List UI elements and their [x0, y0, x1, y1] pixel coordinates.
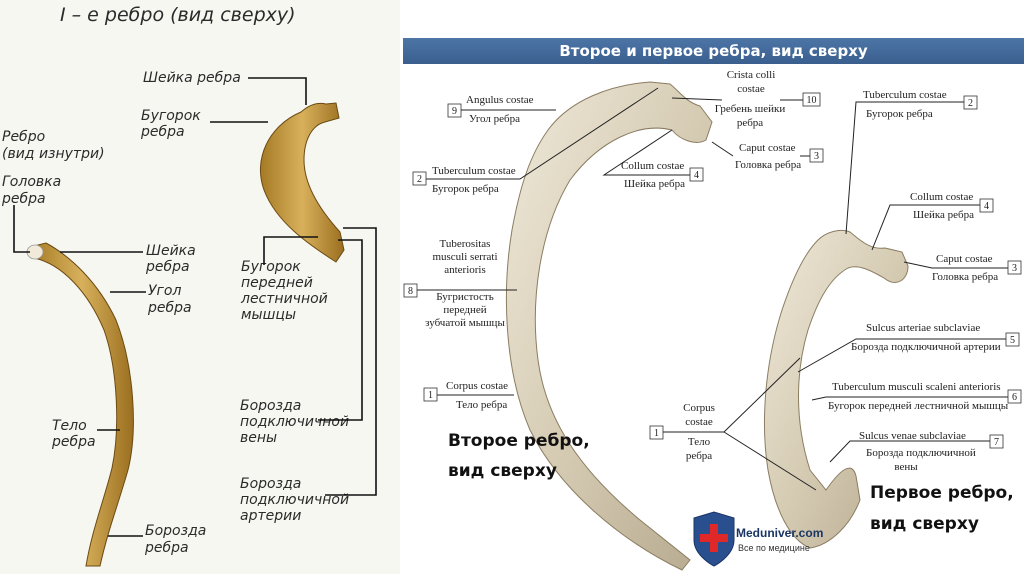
label-vein-line1: Борозда [240, 398, 301, 414]
num-collum-1: 4 [984, 201, 989, 212]
num-tubercle: 2 [417, 174, 422, 185]
ru-bugorok-scaleni: Бугорок передней лестничной мышцы [828, 400, 1009, 412]
label-rib-inside-line2: (вид изнутри) [2, 146, 105, 162]
rib-inside-view [29, 242, 134, 567]
lat-collum-costae-1: Collum costae [910, 191, 973, 203]
label-groove-line1: Борозда [145, 523, 206, 539]
label-groove-line2: ребра [144, 540, 189, 556]
label-angle-line2: ребра [147, 300, 192, 316]
first-rib-top-view [260, 102, 345, 263]
caption-second-rib-line1: Второе ребро, [448, 431, 590, 451]
num-corpus-1: 1 [654, 428, 659, 439]
ru-bugorok-rebra: Бугорок ребра [432, 183, 499, 195]
ru-greben-1: Гребень шейки [715, 103, 786, 115]
label-neck-line2: ребра [145, 259, 190, 275]
ru-borozda-arterii: Борозда подключичной артерии [851, 341, 1001, 353]
num-tubercle-1: 2 [968, 98, 973, 109]
num-sulcus-art: 5 [1010, 335, 1015, 346]
ru-bugristost-2: передней [443, 304, 486, 316]
label-scalene-line2: передней [241, 275, 313, 291]
num-tuberosity: 8 [408, 286, 413, 297]
num-caput-2: 3 [814, 151, 819, 162]
num-angle: 9 [452, 106, 457, 117]
ru-golovka-rebra-2: Головка ребра [735, 159, 801, 171]
meduniver-logo: Meduniver.com Все по медицине [693, 511, 823, 567]
label-angle-line1: Угол [148, 283, 181, 299]
caption-first-rib-line1: Первое ребро, [870, 483, 1014, 503]
lat-tuberositas-1: Tuberositas [440, 238, 491, 250]
label-head-line1: Головка [2, 174, 61, 190]
label-body-line2: ребра [51, 434, 96, 450]
label-vein-line2: подключичной [240, 414, 349, 430]
first-rib-illustration [763, 229, 909, 549]
banner-title: Второе и первое ребра, вид сверху [403, 38, 1024, 64]
left-leader-lines [13, 77, 377, 537]
label-tubercle-line1: Бугорок [141, 108, 201, 124]
lat-tuberositas-2: musculi serrati [432, 251, 497, 263]
label-rib-inside-line1: Ребро [2, 129, 45, 145]
lat-caput-costae-1: Caput costae [936, 253, 993, 265]
ru-borozda-veny-1: Борозда подключичной [866, 447, 976, 459]
lat-angulus-costae: Angulus costae [466, 94, 534, 106]
label-neck-line1: Шейка [146, 243, 196, 259]
lat-tuberculum-costae-1: Tuberculum costae [863, 89, 947, 101]
lat-collum-costae-2: Collum costae [621, 160, 684, 172]
left-title: I – е ребро (вид сверху) [60, 4, 296, 26]
lat-tuberculum-scaleni: Tuberculum musculi scaleni anterioris [832, 381, 1001, 393]
left-panel [0, 0, 400, 574]
ru-bugorok-rebra-1: Бугорок ребра [866, 108, 933, 120]
ru-bugristost-1: Бугристость [436, 291, 493, 303]
lat-corpus-costae: Corpus costae [446, 380, 508, 392]
ru-ugol-rebra: Угол ребра [469, 113, 520, 125]
label-scalene-line3: лестничной [240, 291, 328, 307]
lat-corpus-1: Corpus [683, 402, 715, 414]
lat-tuberculum-costae: Tuberculum costae [432, 165, 516, 177]
num-crista: 10 [807, 95, 817, 106]
label-body-line1: Тело [52, 418, 87, 434]
lat-corpus-2: costae [685, 416, 713, 428]
num-caput-1: 3 [1012, 263, 1017, 274]
ru-telo-2: ребра [686, 450, 712, 462]
ru-telo-1: Тело [688, 436, 711, 448]
num-scaleni: 6 [1012, 392, 1017, 403]
lat-crista-colli-2: costae [737, 83, 765, 95]
label-artery-line1: Борозда [240, 476, 301, 492]
num-sulcus-ven: 7 [994, 437, 999, 448]
logo-name: Meduniver.com [736, 526, 823, 540]
cross-icon-horizontal [700, 534, 728, 542]
lat-caput-costae-2: Caput costae [739, 142, 796, 154]
lat-sulcus-venae: Sulcus venae subclaviae [859, 430, 966, 442]
label-head-line2: ребра [1, 191, 46, 207]
label-tubercle-line2: ребра [140, 124, 185, 140]
num-body: 1 [428, 390, 433, 401]
ru-telo-rebra: Тело ребра [456, 399, 507, 411]
caption-first-rib-line2: вид сверху [870, 514, 979, 534]
logo-tagline: Все по медицине [738, 543, 810, 553]
ru-greben-2: ребра [737, 117, 763, 129]
ru-bugristost-3: зубчатой мышцы [425, 317, 505, 329]
ru-borozda-veny-2: вены [894, 461, 918, 473]
num-collum-2: 4 [694, 170, 699, 181]
right-leader-lines [417, 87, 1008, 491]
ru-sheyka-rebra-2: Шейка ребра [624, 178, 685, 190]
label-scalene-line4: мышцы [241, 307, 296, 323]
label-scalene-line1: Бугорок [241, 259, 301, 275]
lat-tuberositas-3: anterioris [444, 264, 486, 276]
lat-crista-colli-1: Crista colli [727, 69, 776, 81]
label-artery-line3: артерии [240, 508, 301, 524]
label-artery-line2: подключичной [240, 492, 349, 508]
caption-second-rib-line2: вид сверху [448, 461, 557, 481]
second-rib-illustration [505, 81, 713, 571]
ru-golovka-rebra-1: Головка ребра [932, 271, 998, 283]
label-neck-top: Шейка ребра [143, 70, 241, 86]
lat-sulcus-arteriae: Sulcus arteriae subclaviae [866, 322, 980, 334]
ru-sheyka-rebra-1: Шейка ребра [913, 209, 974, 221]
label-vein-line3: вены [240, 430, 277, 446]
